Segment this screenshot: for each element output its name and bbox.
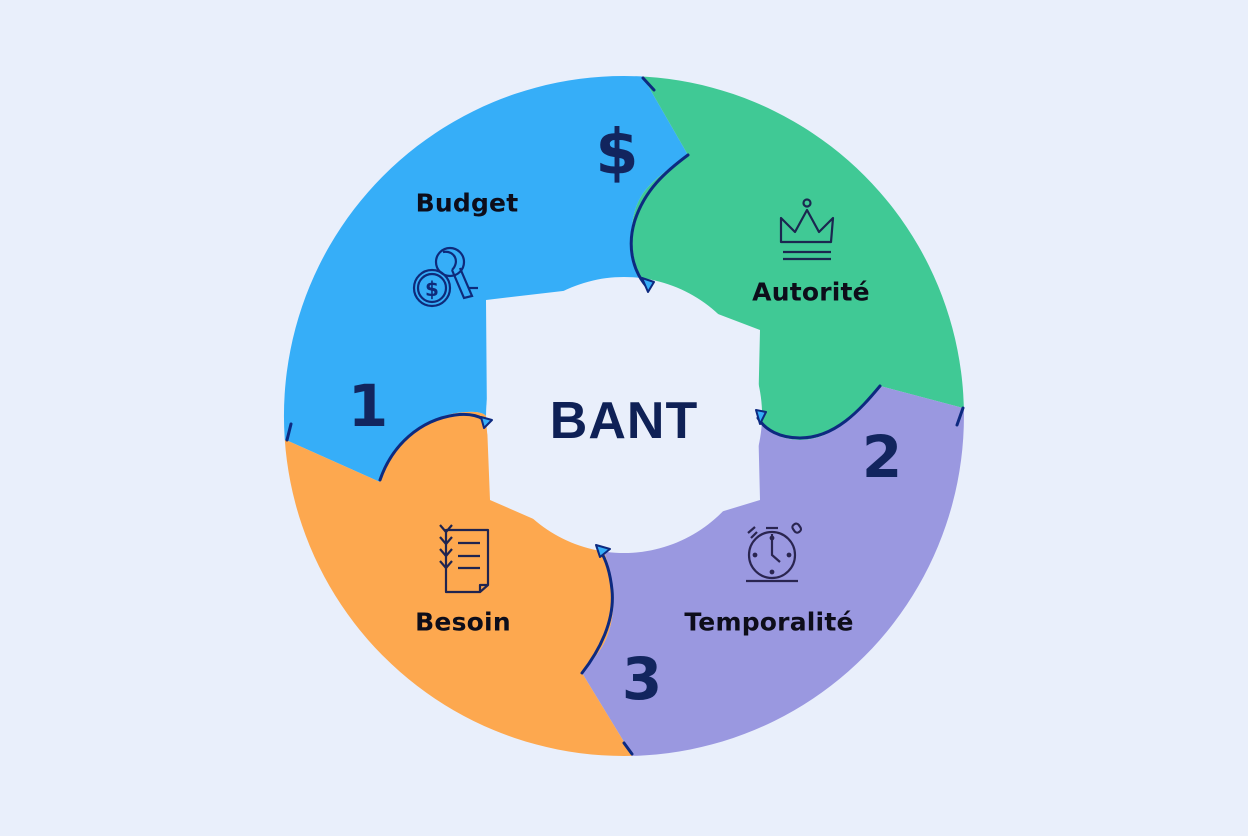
money-coins-icon: $ bbox=[412, 246, 478, 308]
stopwatch-icon bbox=[746, 522, 803, 583]
checklist-icon bbox=[439, 524, 490, 594]
dollar-sign-icon: $ bbox=[595, 115, 639, 189]
label-budget: Budget bbox=[415, 188, 519, 218]
crown-icon bbox=[779, 198, 835, 261]
step-number-2: 2 bbox=[861, 423, 903, 491]
svg-text:$: $ bbox=[425, 277, 439, 301]
label-temporalite: Temporalité bbox=[684, 607, 854, 637]
arrow-tips bbox=[480, 277, 767, 558]
segment-besoin bbox=[283, 411, 632, 756]
label-autorite: Autorité bbox=[752, 277, 870, 307]
divider-lines bbox=[285, 76, 965, 756]
center-title: BANT bbox=[549, 392, 699, 450]
step-number-1: 1 bbox=[347, 372, 389, 440]
step-number-3: 3 bbox=[621, 645, 663, 713]
label-besoin: Besoin bbox=[415, 607, 511, 637]
